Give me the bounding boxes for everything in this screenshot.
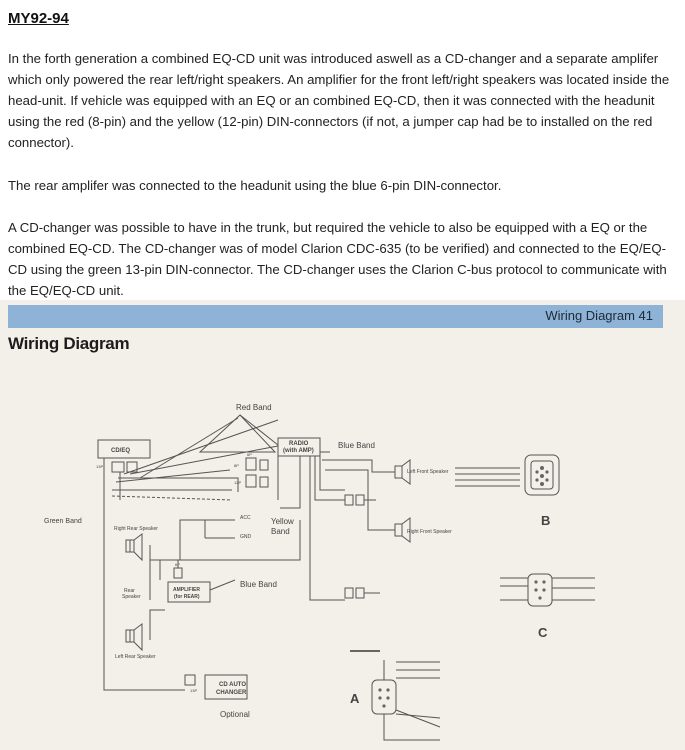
label-changer: CHANGER — [216, 690, 247, 696]
label-cd-eq: CD/EQ — [111, 448, 130, 454]
paragraph-fourth-generation: In the forth generation a combined EQ-CD… — [8, 51, 670, 150]
label-yellow: Yellow — [271, 517, 294, 526]
amplifier-box — [167, 581, 211, 603]
label-connector-a: A — [350, 691, 360, 706]
connector-c — [527, 573, 553, 607]
label-radio: RADIO — [289, 441, 309, 447]
label-pin-changer-13p: 13P — [190, 688, 197, 693]
label-blue-band-bottom: Blue Band — [240, 580, 277, 589]
label-red-band: Red Band — [236, 403, 272, 412]
label-acc: ACC — [240, 515, 251, 521]
label-pin-13p: 13P — [96, 464, 103, 469]
label-pin-8p: 8P — [234, 463, 239, 468]
connector-a — [371, 679, 397, 715]
label-band: Band — [271, 527, 290, 536]
label-right-rear-speaker: Right Rear Speaker — [114, 526, 158, 532]
cd-auto-changer-box — [204, 674, 248, 700]
label-pin-6p: 6P — [247, 452, 252, 457]
scan-header-band-text: Wiring Diagram 41 — [545, 308, 653, 323]
label-connector-c: C — [538, 625, 548, 640]
label-left-rear-speaker: Left Rear Speaker — [115, 654, 156, 660]
label-right-front-speaker: Right Front Speaker — [407, 529, 452, 535]
label-pin-12p: 12P — [234, 480, 241, 485]
label-amplifier-1: AMPLIFIER — [173, 587, 200, 593]
label-rear-speaker-2: Speaker — [122, 594, 141, 600]
paragraph-rear-amplifier: The rear amplifer was connected to the h… — [8, 178, 502, 193]
label-cd-auto: CD AUTO — [219, 682, 246, 688]
cd-eq-unit-box — [97, 439, 151, 459]
wiring-diagram: Red Band RADIO (with AMP) Blue Band CD/E… — [44, 403, 595, 741]
label-amplifier-2: (for REAR) — [174, 594, 200, 600]
label-rear-speaker-1: Rear — [124, 588, 135, 594]
radio-unit-box — [277, 437, 321, 457]
label-green-band: Green Band — [44, 518, 82, 525]
label-pin-amp-6p: 6P — [175, 562, 180, 567]
document-title: MY92-94 — [8, 10, 69, 27]
label-left-front-speaker: Left Front Speaker — [407, 469, 449, 475]
label-gnd: GND — [240, 534, 252, 540]
scanned-wiring-diagram-page: Wiring Diagram 41 Wiring Diagram — [0, 300, 685, 750]
label-connector-b: B — [541, 513, 550, 528]
connector-b — [524, 454, 560, 496]
label-blue-band-top: Blue Band — [338, 441, 375, 450]
scan-heading: Wiring Diagram — [8, 334, 130, 353]
paragraph-cd-changer: A CD-changer was possible to have in the… — [8, 220, 667, 298]
label-with-amp: (with AMP) — [283, 448, 314, 454]
label-optional: Optional — [220, 710, 250, 719]
scan-header-band: Wiring Diagram 41 — [8, 305, 663, 328]
